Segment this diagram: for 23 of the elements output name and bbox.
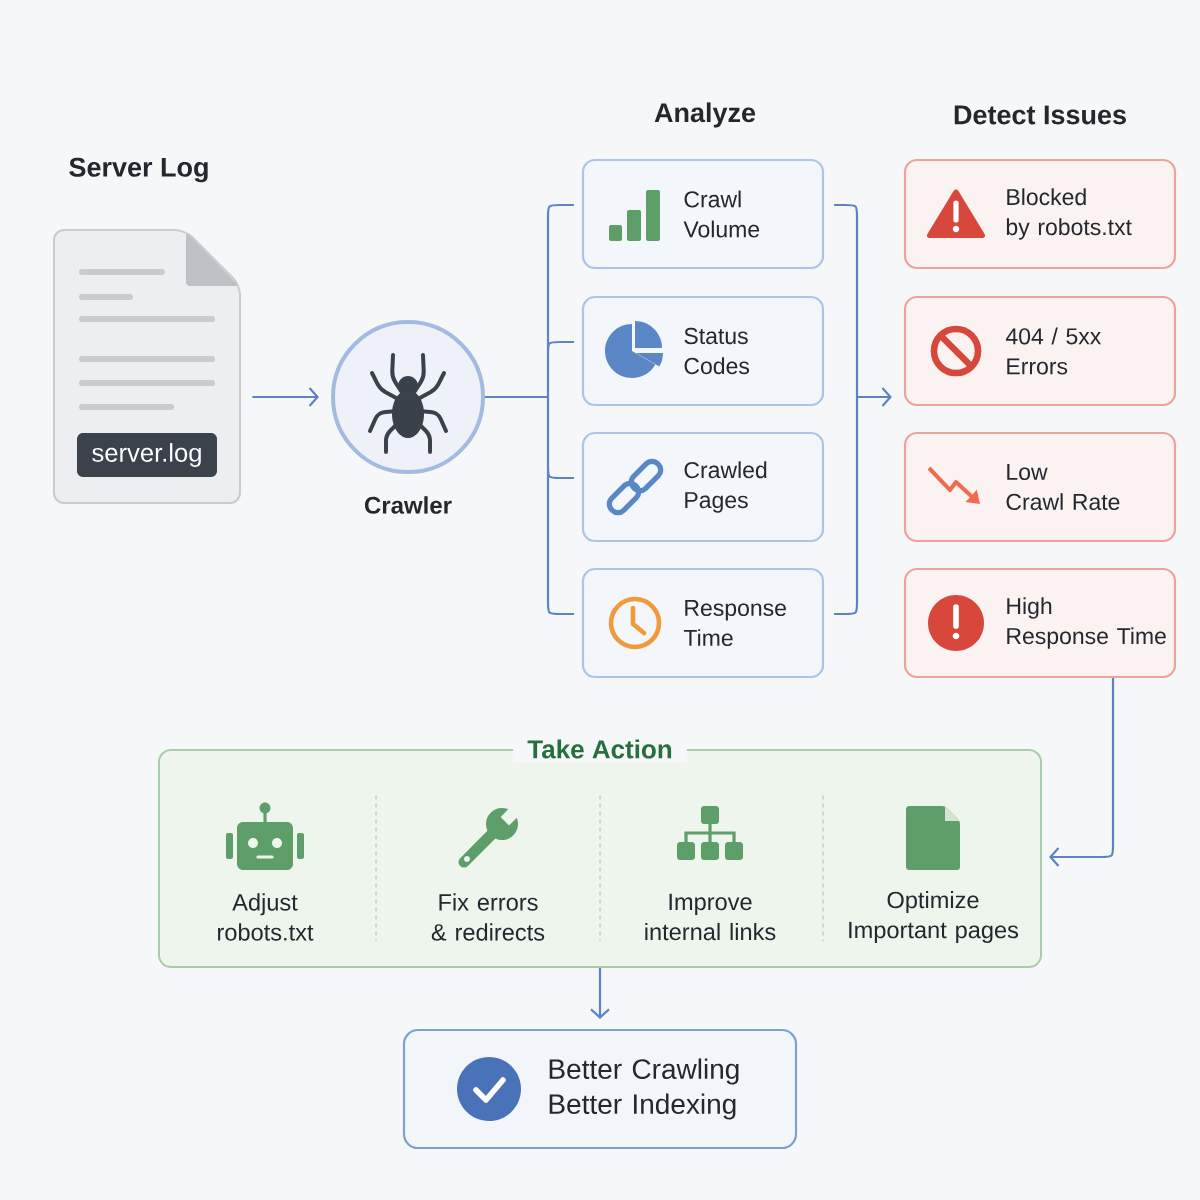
section-heading: Server Log — [69, 157, 208, 183]
connector-line — [483, 203, 575, 616]
column-heading: Analyze — [654, 102, 756, 128]
issue-card: Low Crawl Rate — [903, 431, 1177, 543]
action-label: Fix errors & redirects — [431, 893, 545, 941]
action-label: Optimize Important pages — [849, 891, 1019, 943]
action-label: Adjust robots.txt — [218, 893, 314, 941]
result-box: Better Crawling Better Indexing — [402, 1028, 798, 1150]
metric-card: Crawled Pages — [581, 431, 825, 543]
node-caption: Crawler — [364, 496, 452, 514]
issue-card: Blocked by robots.txt — [903, 158, 1177, 270]
action-label: Improve internal links — [645, 893, 776, 941]
arrow — [590, 968, 610, 1019]
arrow — [1049, 678, 1115, 867]
arrow — [833, 203, 892, 616]
file-name-tag: server.log — [77, 433, 217, 477]
metric-card: Response Time — [581, 567, 825, 679]
column-heading: Detect Issues — [954, 105, 1126, 125]
arrow — [252, 387, 319, 407]
metric-card: Crawl Volume — [581, 158, 825, 270]
issue-card: 404 / 5xx Errors — [903, 295, 1177, 407]
metric-card: Status Codes — [581, 295, 825, 407]
issue-card: High Response Time — [903, 567, 1177, 679]
